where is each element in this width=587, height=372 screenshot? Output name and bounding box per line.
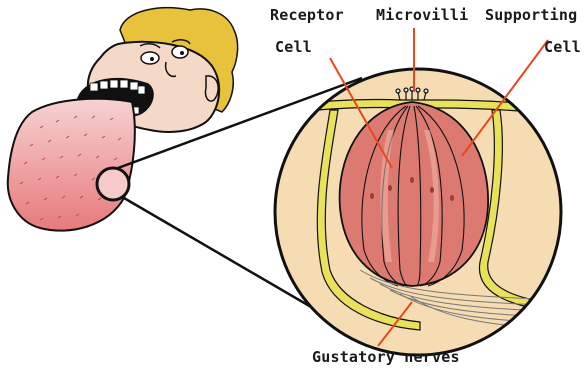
left-eye [141,52,159,64]
label-supporting-line1: Supporting [485,6,577,24]
tongue [8,99,135,231]
label-gustatory-nerves: Gustatory nerves [312,348,460,366]
label-receptor-line1: Receptor [270,6,344,24]
ear [205,76,218,101]
label-microvilli: Microvilli [376,6,468,24]
left-pupil [150,57,154,61]
right-eye [172,46,188,58]
label-receptor-line2: Cell [275,38,312,56]
selection-circle [97,168,129,200]
right-pupil [180,51,184,55]
label-supporting-line2: Cell [544,38,581,56]
magnified-view [270,69,570,355]
